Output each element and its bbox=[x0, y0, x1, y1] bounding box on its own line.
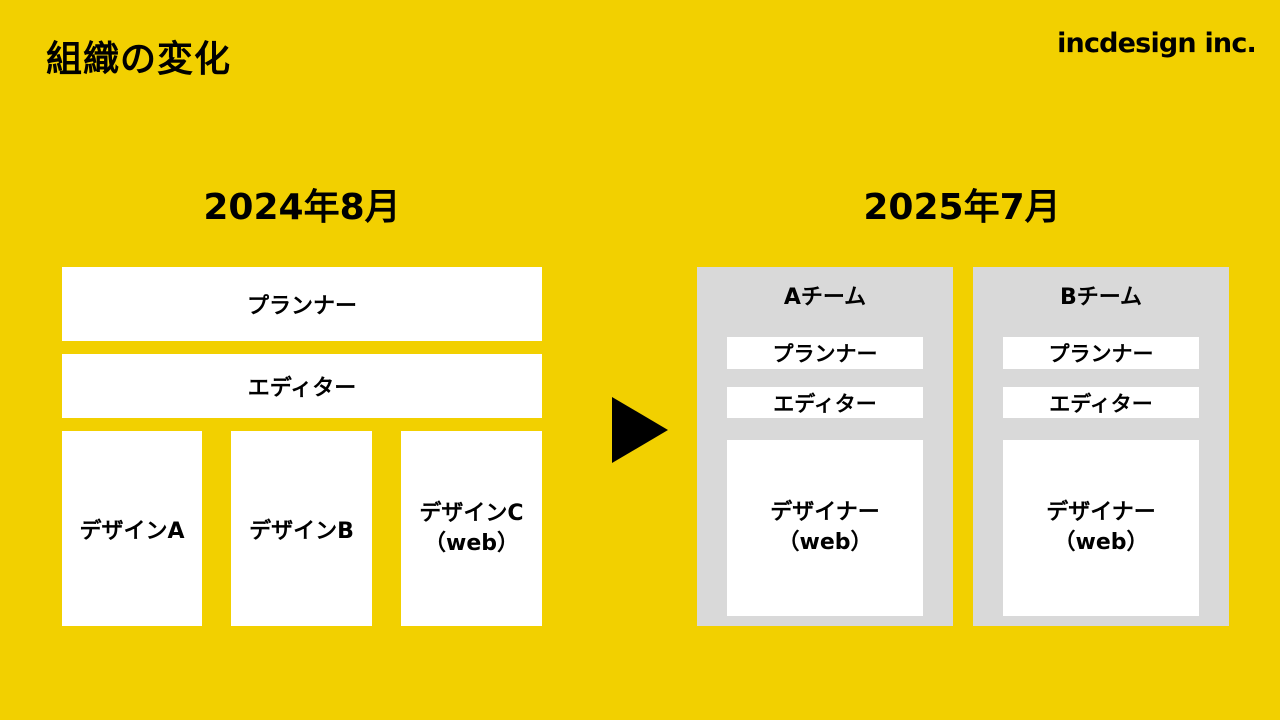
right-triangle-arrow-icon bbox=[612, 397, 668, 463]
team-b-designer-box: デザイナー （web） bbox=[1003, 440, 1199, 616]
team-a-editor-label: エディター bbox=[773, 391, 877, 416]
team-b-editor-label: エディター bbox=[1049, 391, 1153, 416]
team-b-planner-label: プランナー bbox=[1048, 342, 1154, 366]
before-designer-b-label: デザインB bbox=[249, 518, 354, 544]
team-b-designer-sublabel: （web） bbox=[1053, 530, 1149, 555]
team-b-panel: Bチーム プランナー エディター デザイナー （web） bbox=[973, 267, 1229, 626]
before-editor-label: エディター bbox=[247, 376, 357, 401]
team-a-designer-label: デザイナー bbox=[770, 500, 880, 525]
team-b-planner-box: プランナー bbox=[1003, 337, 1199, 369]
before-designer-c-box: デザインC （web） bbox=[401, 431, 542, 626]
before-date-heading: 2024年8月 bbox=[203, 187, 401, 228]
before-designer-a-label: デザインA bbox=[79, 518, 185, 544]
team-a-title: Aチーム bbox=[783, 285, 867, 310]
before-planner-box: プランナー bbox=[62, 267, 542, 341]
before-designer-a-box: デザインA bbox=[62, 431, 202, 626]
team-a-designer-sublabel: （web） bbox=[777, 530, 873, 555]
company-logo: incdesign inc. bbox=[1057, 28, 1257, 59]
slide-title: 組織の変化 bbox=[46, 39, 232, 80]
before-designer-b-box: デザインB bbox=[231, 431, 372, 626]
before-designer-c-label: デザインC bbox=[419, 500, 524, 526]
team-a-editor-box: エディター bbox=[727, 387, 923, 418]
team-a-planner-box: プランナー bbox=[727, 337, 923, 369]
team-a-panel: Aチーム プランナー エディター デザイナー （web） bbox=[697, 267, 953, 626]
before-planner-label: プランナー bbox=[246, 294, 357, 319]
team-b-designer-label: デザイナー bbox=[1046, 500, 1156, 525]
before-designer-c-sublabel: （web） bbox=[424, 530, 519, 556]
before-editor-box: エディター bbox=[62, 354, 542, 418]
team-b-title: Bチーム bbox=[1059, 285, 1143, 310]
after-date-heading: 2025年7月 bbox=[863, 187, 1061, 228]
team-b-editor-box: エディター bbox=[1003, 387, 1199, 418]
team-a-planner-label: プランナー bbox=[772, 342, 878, 366]
team-a-designer-box: デザイナー （web） bbox=[727, 440, 923, 616]
